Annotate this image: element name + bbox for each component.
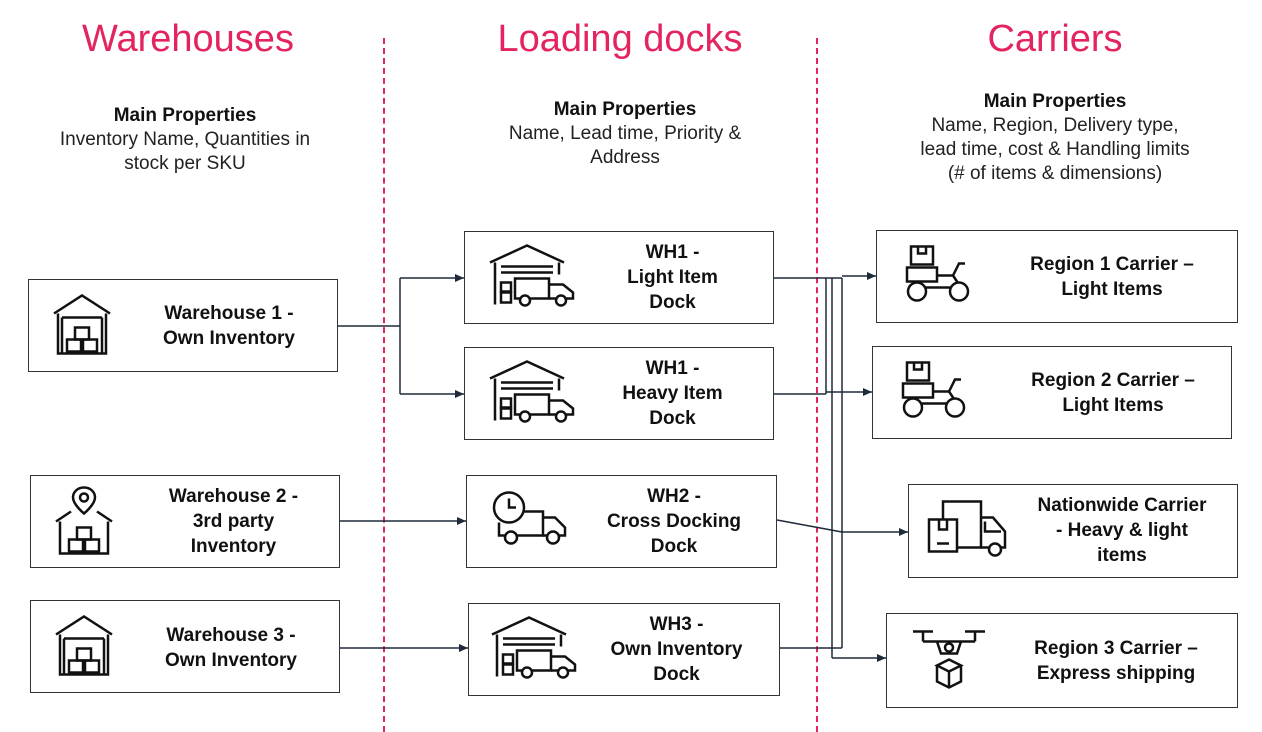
loading-docks-properties: Main Properties Name, Lead time, Priorit… (455, 98, 795, 170)
warehouse-icon (53, 612, 115, 681)
properties-line: lead time, cost & Handling limits (920, 139, 1190, 160)
truck-garage-icon (487, 242, 579, 313)
delivery-drone-icon (909, 625, 989, 696)
column-title-carriers: Carriers (987, 18, 1123, 60)
properties-heading: Main Properties (983, 91, 1127, 112)
carrier-region3-box[interactable]: Region 3 Carrier –Express shipping (886, 613, 1238, 708)
carriers-properties: Main Properties Name, Region, Delivery t… (870, 90, 1240, 186)
column-divider-right (816, 38, 818, 732)
column-title-loading-docks: Loading docks (497, 18, 743, 60)
properties-line: (# of items & dimensions) (947, 163, 1163, 184)
carrier-label: Region 2 Carrier –Light Items (1031, 370, 1195, 416)
truck-clock-icon (489, 489, 569, 554)
carrier-region1-box[interactable]: Region 1 Carrier –Light Items (876, 230, 1238, 323)
carrier-label: Region 3 Carrier –Express shipping (1034, 638, 1198, 684)
properties-line: Inventory Name, Quantities in (59, 129, 311, 150)
delivery-scooter-icon (899, 359, 969, 426)
warehouse-label: Warehouse 1 -Own Inventory (163, 303, 295, 349)
warehouse-label: Warehouse 3 -Own Inventory (165, 625, 297, 671)
delivery-truck-icon (925, 498, 1009, 565)
properties-heading: Main Properties (553, 99, 697, 120)
column-divider-left (383, 38, 385, 732)
properties-line: Name, Lead time, Priority & (508, 123, 742, 144)
delivery-scooter-icon (903, 243, 973, 310)
warehouses-properties: Main Properties Inventory Name, Quantiti… (20, 104, 350, 176)
properties-line: Name, Region, Delivery type, (931, 115, 1179, 136)
column-title-warehouses: Warehouses (82, 18, 294, 60)
carrier-label: Region 1 Carrier –Light Items (1030, 254, 1194, 300)
properties-line: stock per SKU (124, 153, 246, 174)
properties-heading: Main Properties (113, 105, 257, 126)
truck-garage-icon (487, 358, 579, 429)
warehouse-3-box[interactable]: Warehouse 3 -Own Inventory (30, 600, 340, 693)
warehouse-icon (51, 291, 113, 360)
truck-garage-icon (489, 614, 581, 685)
warehouse-location-icon (53, 483, 115, 560)
warehouse-1-box[interactable]: Warehouse 1 -Own Inventory (28, 279, 338, 372)
carrier-region2-box[interactable]: Region 2 Carrier –Light Items (872, 346, 1232, 439)
connector-cross-dock (776, 519, 843, 533)
properties-line: Address (590, 147, 660, 168)
